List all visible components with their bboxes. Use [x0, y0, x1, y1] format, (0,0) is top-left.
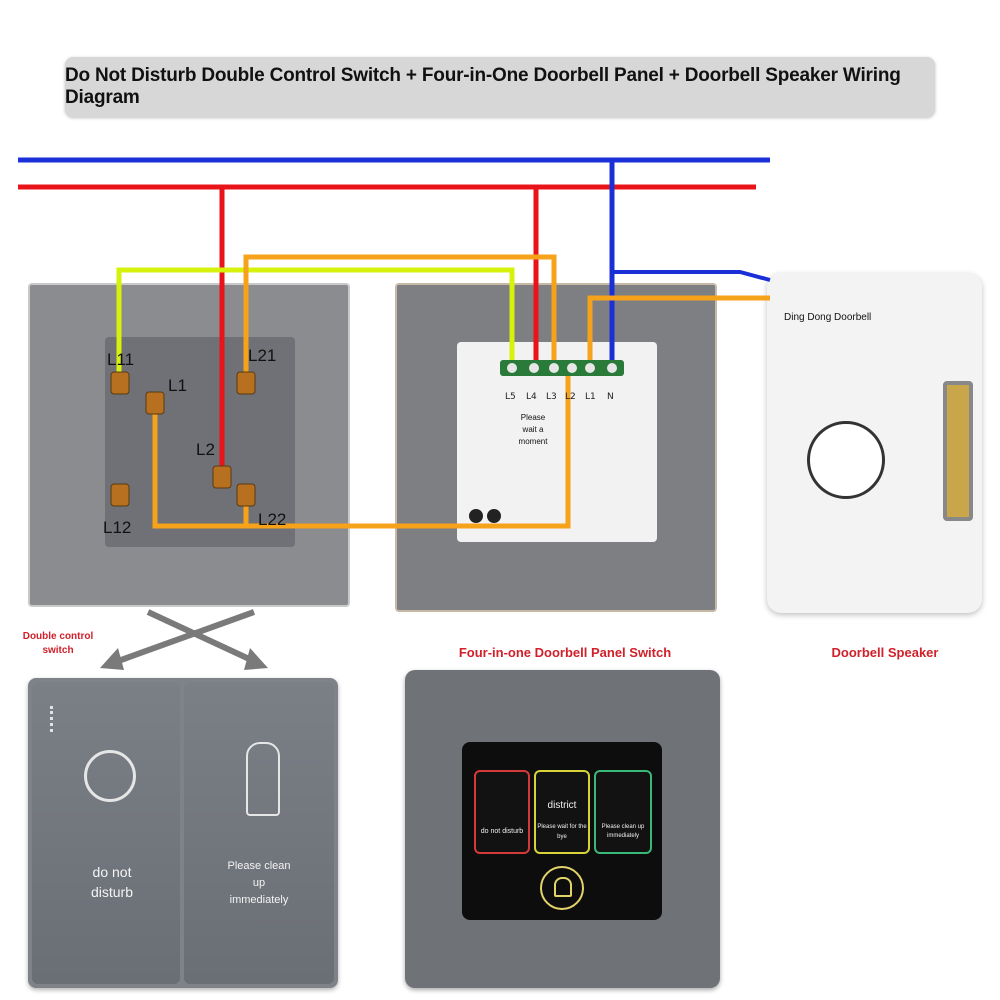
panel-screw-l1 — [585, 363, 595, 373]
terminal-l1-screw — [145, 391, 165, 415]
arrow-head-left — [100, 648, 124, 670]
speaker-bell-logo — [807, 421, 885, 499]
panel-label-n: N — [607, 392, 614, 402]
dnd-tile-label: do not disturb — [480, 828, 524, 835]
diagram-title-bar: Do Not Disturb Double Control Switch + F… — [65, 57, 935, 117]
bell-off-icon — [84, 750, 136, 802]
panel-label-l4: L4 — [526, 392, 537, 402]
doorbell-panel-caption: Four-in-one Doorbell Panel Switch — [458, 645, 672, 660]
label-l12: L12 — [103, 518, 132, 537]
doorbell-speaker-box — [767, 273, 982, 613]
dnd-touch-tile[interactable]: do not disturb — [474, 770, 530, 854]
speaker-window — [943, 381, 973, 521]
neutral-to-speaker-wire — [612, 270, 771, 282]
label-l11: L11 — [107, 350, 135, 369]
wire-l21-to-l3 — [243, 254, 557, 382]
wire-l1-to-speaker — [587, 295, 770, 368]
double-switch-back-plate — [28, 283, 350, 607]
speaker-brand-label: Ding Dong Doorbell — [784, 312, 872, 323]
dnd-key-label: do not disturb — [90, 864, 134, 900]
clean-key-line3: immediately — [229, 894, 289, 906]
panel-screw-l4 — [529, 363, 539, 373]
panel-screw-l3 — [549, 363, 559, 373]
double-switch-caption: Double control switch — [18, 630, 98, 658]
doorbell-touch-button[interactable] — [540, 866, 584, 910]
arrow-cross-left — [108, 609, 256, 667]
clean-key-line1: Please clean — [227, 860, 291, 872]
front-doorbell-panel: do not disturb district Please wait for … — [405, 670, 720, 988]
double-switch-caption-line2: switch — [42, 645, 74, 656]
key-indicator-dots — [50, 706, 56, 732]
clean-key-button[interactable]: Please clean up immediately — [184, 682, 334, 984]
doorbell-speaker-caption: Doorbell Speaker — [831, 645, 939, 660]
label-l1: L1 — [168, 376, 187, 395]
bell-icon — [554, 877, 572, 897]
label-l22: L22 — [258, 510, 287, 529]
arrow-head-right — [244, 648, 268, 670]
terminal-l22-screw — [236, 483, 256, 507]
diagram-title: Do Not Disturb Double Control Switch + F… — [65, 65, 901, 108]
clean-tile-label: Please clean up — [601, 824, 645, 830]
clean-key-label: Please clean up immediately — [209, 858, 309, 909]
clean-tile-label2: immediately — [606, 833, 639, 839]
panel-glass-display: do not disturb district Please wait for … — [462, 742, 662, 920]
label-l21: L21 — [248, 346, 277, 365]
panel-screw-l2 — [567, 363, 577, 373]
wait-tile-label: Please wait for the — [537, 824, 587, 830]
panel-label-l1: L1 — [585, 392, 596, 402]
panel-label-l2: L2 — [565, 392, 576, 402]
panel-terminal-strip — [500, 360, 624, 376]
panel-screw-n — [607, 363, 617, 373]
panel-label-l5: L5 — [505, 392, 516, 402]
module-hole-1 — [469, 509, 483, 523]
district-tile-label: district — [547, 800, 577, 811]
wait-tile-label2: bye — [557, 834, 567, 840]
terminal-l21-screw — [236, 371, 256, 395]
label-l2: L2 — [196, 440, 215, 459]
front-double-switch: do not disturb Please clean up immediate… — [28, 678, 338, 988]
panel-screw-l5 — [507, 363, 517, 373]
module-hole-2 — [487, 509, 501, 523]
housekeeping-icon — [246, 742, 280, 816]
double-switch-caption-line1: Double control — [22, 631, 94, 642]
arrow-cross-right — [146, 609, 262, 667]
double-switch-module — [105, 337, 295, 547]
wait-touch-tile[interactable]: district Please wait for the bye — [534, 770, 590, 854]
clean-touch-tile[interactable]: Please clean up immediately — [594, 770, 652, 854]
clean-key-line2: up — [252, 877, 266, 889]
panel-label-l3: L3 — [546, 392, 557, 402]
dnd-key-button[interactable]: do not disturb — [32, 682, 180, 984]
wire-l1-to-l2 — [152, 400, 246, 529]
terminal-l2-screw — [212, 465, 232, 489]
terminal-l12-screw — [110, 483, 130, 507]
panel-module-text: Please wait a moment — [518, 413, 548, 446]
wire-l11-to-l5 — [116, 267, 515, 382]
terminal-l11-screw — [110, 371, 130, 395]
wire-l22-to-l2 — [243, 368, 571, 529]
